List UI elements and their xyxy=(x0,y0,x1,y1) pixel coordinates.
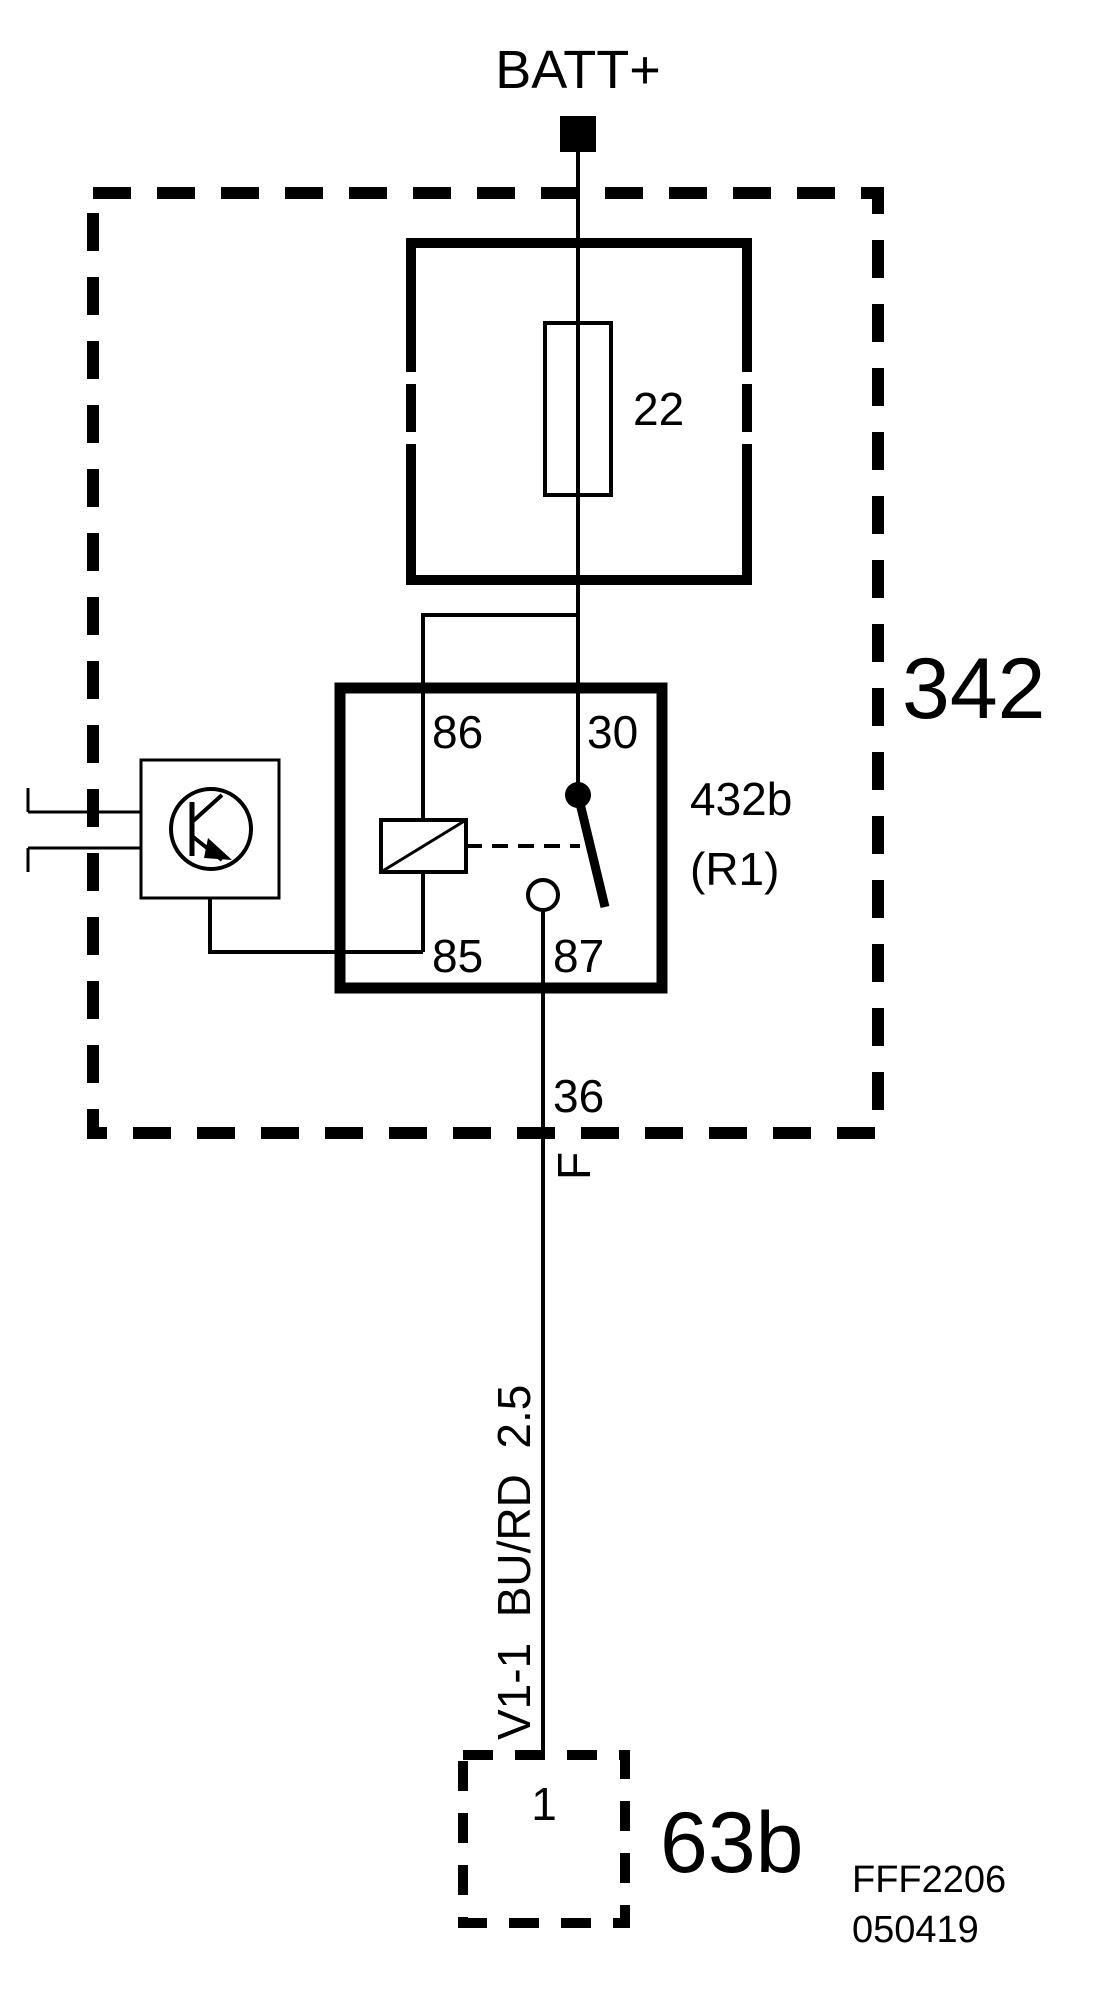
relay-pin-87: 87 xyxy=(553,930,604,982)
relay-label: 432b xyxy=(690,773,792,825)
relay-box xyxy=(334,682,668,994)
relay-switch-arm xyxy=(573,793,610,909)
batt-terminal xyxy=(560,116,596,152)
control-to-85-wire xyxy=(208,898,423,954)
module-outline xyxy=(87,187,884,1139)
relay-pin-86: 86 xyxy=(432,706,483,758)
connector-code-label: F xyxy=(548,1152,600,1180)
connector-63b-outline xyxy=(458,1750,630,1928)
control-unit-box xyxy=(139,758,281,900)
batt-label: BATT+ xyxy=(495,40,661,100)
fuse-label: 22 xyxy=(633,383,684,435)
drawing-date: 050419 xyxy=(852,1909,979,1951)
drawing-id: FFF2206 xyxy=(852,1859,1006,1901)
relay-pin-85: 85 xyxy=(432,930,483,982)
coil-feed-wire xyxy=(421,613,578,820)
target-label: 63b xyxy=(660,1795,804,1891)
relay-pin-30: 30 xyxy=(587,706,638,758)
target-pin-label: 1 xyxy=(531,1778,557,1830)
transistor-icon xyxy=(169,787,253,871)
connector-pin-label: 36 xyxy=(553,1070,604,1122)
relay-contact-87 xyxy=(526,878,560,912)
wire-label: V1-1 BU/RD 2.5 xyxy=(488,1385,540,1740)
module-label: 342 xyxy=(902,641,1046,737)
relay-sublabel: (R1) xyxy=(690,843,779,895)
